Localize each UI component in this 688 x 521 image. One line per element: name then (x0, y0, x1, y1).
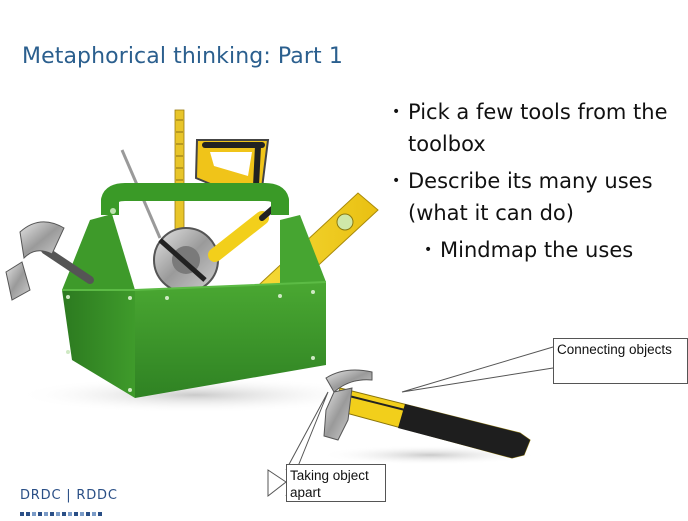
drdc-logo: DRDC | RDDC (20, 488, 118, 503)
callout-pointer-taking-apart (267, 391, 329, 498)
logo-dots (20, 503, 110, 516)
bullet-item: Describe its many uses (what it can do) (392, 165, 688, 229)
small-hammer-icon (5, 221, 94, 301)
sub-bullet-item: Mindmap the uses (424, 234, 688, 266)
callout-taking-object-apart: Taking object apart (286, 464, 386, 502)
toolbox-icon (5, 109, 379, 413)
ruler-icon (174, 109, 185, 231)
callout-connecting-objects: Connecting objects (553, 338, 688, 384)
slide-title: Metaphorical thinking: Part 1 (22, 44, 343, 69)
bullet-list: Pick a few tools from the toolbox Descri… (392, 96, 688, 266)
screwdriver-icon (208, 201, 281, 262)
hammer-icon (320, 369, 540, 465)
callout-pointer-connecting (401, 346, 554, 393)
bullet-item: Pick a few tools from the toolbox (392, 96, 688, 160)
tape-measure-icon (153, 227, 219, 293)
